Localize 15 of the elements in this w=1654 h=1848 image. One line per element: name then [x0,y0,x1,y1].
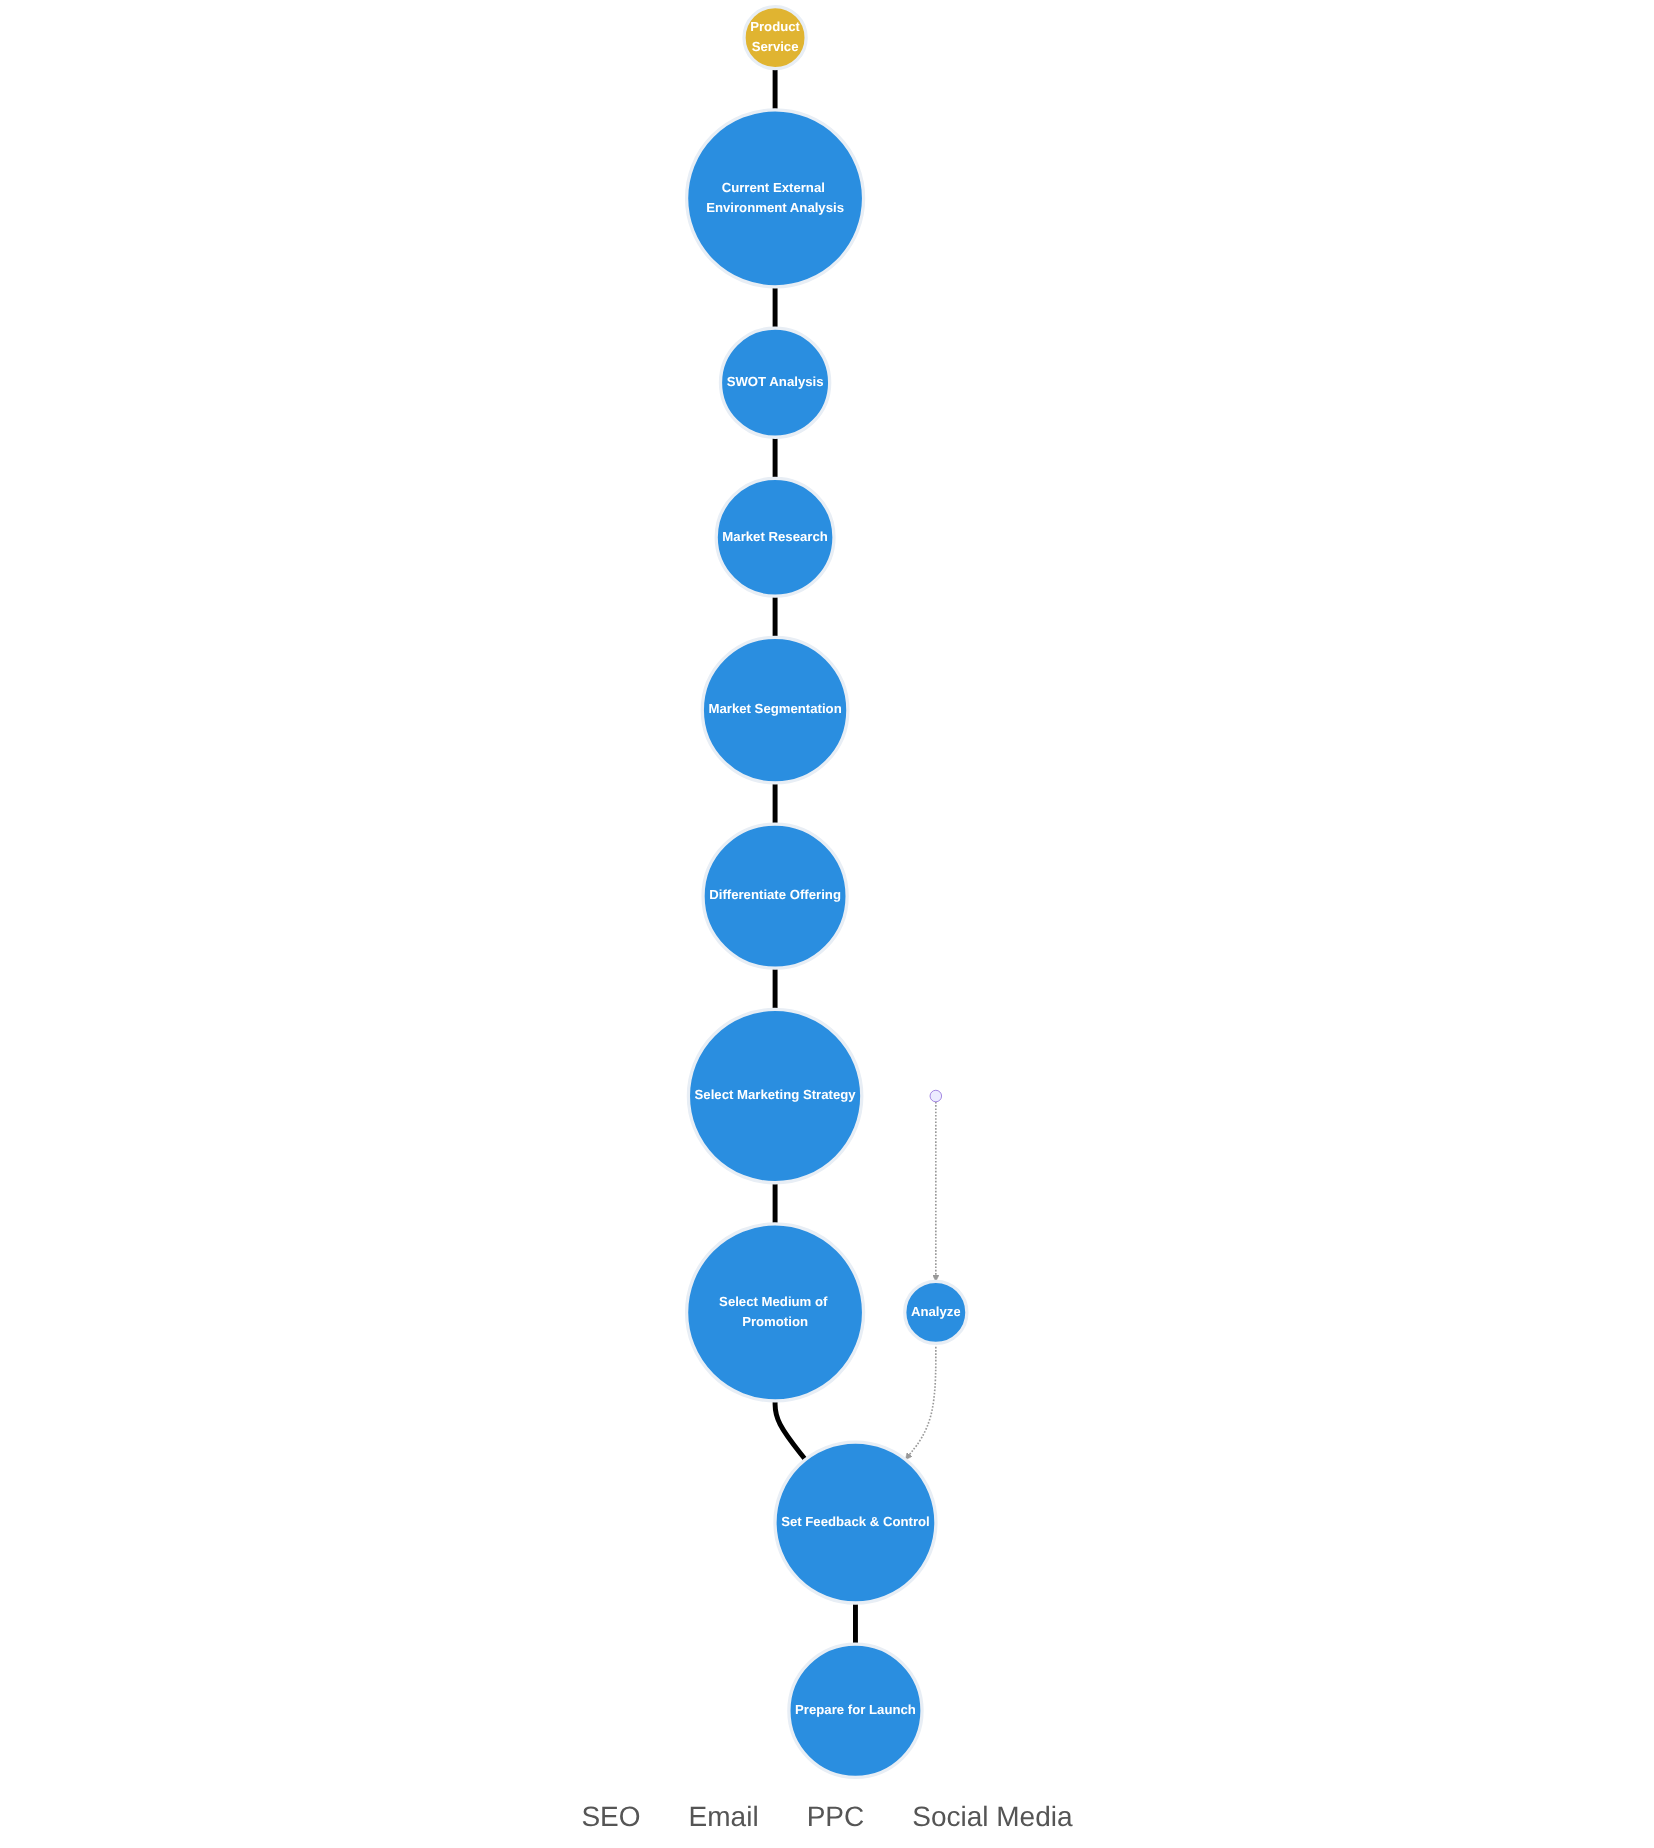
connector [772,437,778,479]
arrow [905,1342,937,1460]
connector [772,286,778,329]
connector [772,68,778,110]
connector [853,1603,859,1645]
icon-caption: PPC [806,1800,865,1832]
connector [772,1182,778,1224]
connector [772,1400,808,1462]
icon-caption: Email [688,1800,759,1832]
icon-caption: Social Media [912,1800,1073,1832]
connector [772,596,778,638]
connector [772,783,778,825]
arrow [932,1101,940,1282]
icon-caption: SEO [581,1800,641,1832]
connector [772,968,778,1010]
